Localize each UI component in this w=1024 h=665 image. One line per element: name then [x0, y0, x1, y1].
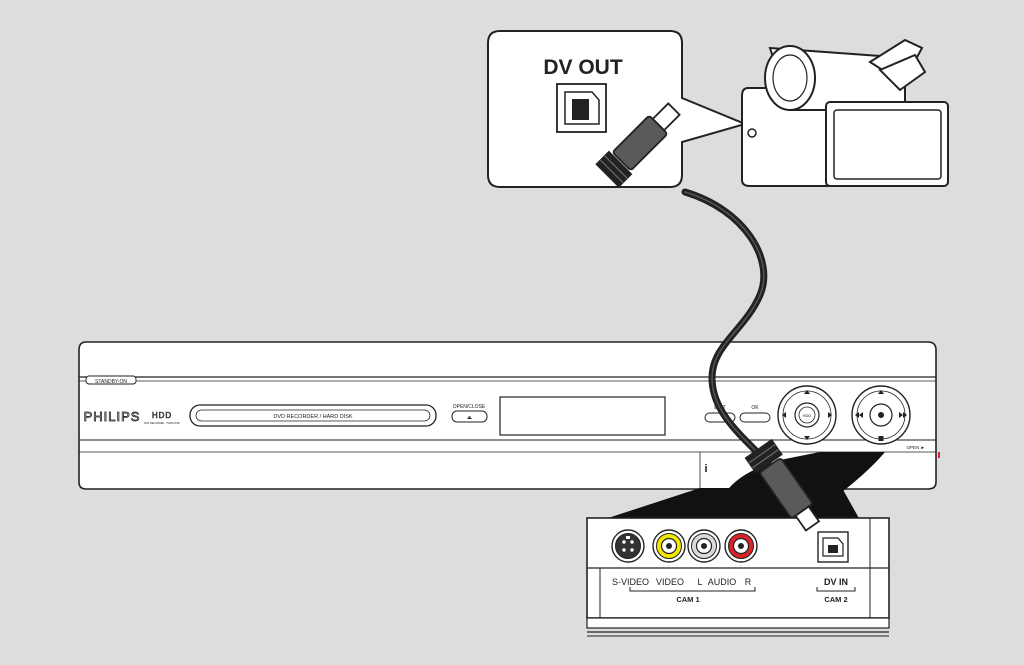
audio-right-jack[interactable]	[724, 529, 758, 563]
audio-left-jack[interactable]	[687, 529, 721, 563]
dvd-recorder: STANDBY-ON PHILIPS HDD DVD RECORDER · HA…	[78, 341, 940, 490]
dv-out-callout: DV OUT	[487, 30, 749, 188]
dv-in-port[interactable]	[817, 531, 849, 563]
navigation-pad[interactable]: HDD	[777, 385, 837, 445]
cam1-bracket	[629, 587, 756, 592]
lcd-screen	[833, 109, 942, 180]
dv-out-label: DV OUT	[543, 56, 623, 79]
video-label: VIDEO	[656, 577, 684, 587]
open-close-label: OPEN/CLOSE	[453, 404, 486, 410]
eject-icon: ⏏	[467, 415, 472, 421]
audio-r-label: R	[745, 577, 752, 587]
standby-button[interactable]	[85, 375, 137, 385]
cam2-label: CAM 2	[824, 595, 847, 604]
camcorder	[741, 38, 949, 187]
ok-button[interactable]	[739, 412, 771, 423]
arrow-left-icon	[782, 412, 786, 418]
flap-shadow	[602, 488, 860, 520]
play-icon	[878, 390, 884, 394]
hdd-logo: HDD	[152, 411, 172, 420]
audio-l-label: L	[697, 577, 702, 587]
front-display	[499, 396, 666, 436]
stop-icon	[878, 436, 884, 441]
ok-label: OK	[751, 405, 759, 411]
cam2-bracket	[816, 587, 856, 592]
hdd-tagline: DVD RECORDER · HARD DISK	[144, 422, 180, 425]
previous-icon	[855, 412, 863, 418]
svideo-jack[interactable]	[611, 529, 645, 563]
brand-logo: PHILIPS	[84, 409, 141, 424]
dv-out-port	[556, 83, 607, 133]
front-jack-panel: S-VIDEO VIDEO L AUDIO R CAM 1 DV IN CAM …	[586, 517, 890, 637]
audio-label: AUDIO	[708, 577, 737, 587]
cam1-label: CAM 1	[676, 595, 699, 604]
open-close-button[interactable]	[451, 410, 488, 423]
dv-plug-top	[595, 102, 681, 188]
standby-label: STANDBY-ON	[95, 379, 127, 385]
dvin-label: DV IN	[824, 577, 848, 587]
svideo-label: S-VIDEO	[612, 577, 649, 587]
dv-out-socket-icon	[747, 128, 757, 138]
video-jack[interactable]	[652, 529, 686, 563]
front-flap-mark	[938, 452, 940, 458]
arrow-up-icon	[804, 390, 810, 394]
hdd-button-label: HDD	[803, 413, 812, 418]
record-icon	[878, 412, 884, 418]
disc-tray-label: DVD RECORDER / HARD DISK	[273, 414, 352, 420]
info-icon: i	[704, 463, 707, 475]
arrow-right-icon	[828, 412, 832, 418]
dv-cable	[595, 102, 821, 532]
next-icon	[899, 412, 907, 418]
arrow-down-icon	[804, 436, 810, 440]
dv-plug-bottom	[744, 438, 821, 532]
open-label: OPEN ►	[907, 445, 925, 450]
play-dial[interactable]	[851, 385, 911, 445]
